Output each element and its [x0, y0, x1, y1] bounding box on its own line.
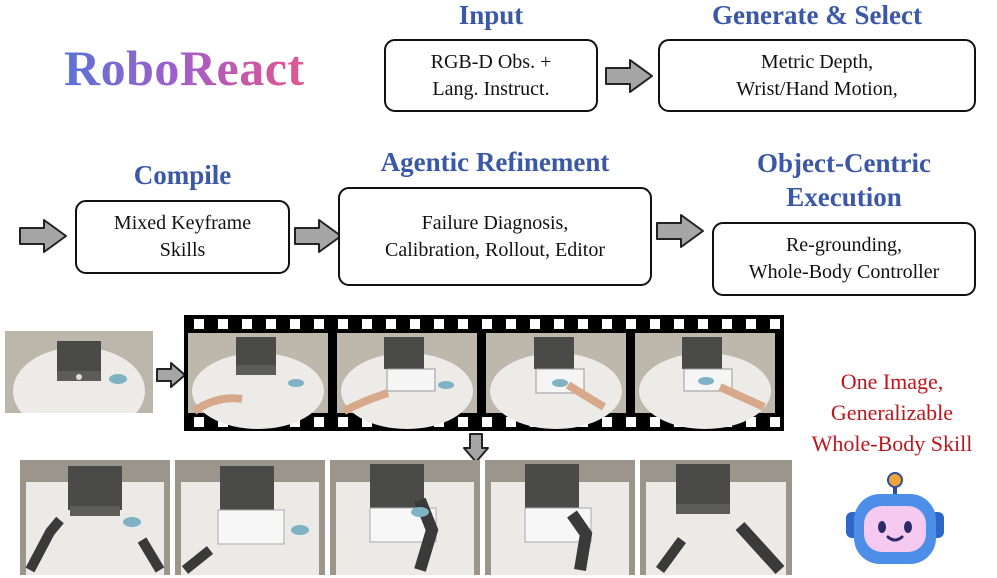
execute-stage-title: Object-Centric Execution: [712, 146, 976, 214]
robot-execution-photos: [20, 460, 792, 575]
input-scene-photo: [5, 331, 153, 413]
app-logo: RoboReact: [64, 40, 305, 96]
input-line-2: Lang. Instruct.: [432, 77, 550, 100]
generated-video-filmstrip: [184, 315, 784, 431]
robot-mascot-icon: [846, 472, 944, 564]
input-stage-box: RGB-D Obs. + Lang. Instruct.: [384, 39, 598, 112]
generate-line-2: Wrist/Hand Motion,: [736, 77, 898, 100]
input-line-1: RGB-D Obs. +: [430, 50, 552, 73]
refine-stage-box: Failure Diagnosis, Calibration, Rollout,…: [338, 187, 652, 286]
arrow-right-icon: [656, 214, 704, 248]
execute-title-line-1: Object-Centric: [757, 148, 931, 178]
arrow-right-icon: [156, 362, 186, 388]
execute-line-2: Whole-Body Controller: [748, 261, 940, 283]
arrow-right-icon: [605, 59, 653, 93]
refine-line-2: Calibration, Rollout, Editor: [385, 238, 605, 261]
arrow-down-icon: [463, 433, 489, 463]
compile-stage-title: Compile: [133, 160, 232, 190]
compile-line-1: Mixed Keyframe: [113, 212, 252, 234]
generate-line-1: Metric Depth,: [760, 50, 874, 73]
refine-line-1: Failure Diagnosis,: [421, 211, 569, 234]
arrow-right-icon: [19, 219, 67, 253]
refine-stage-title: Agentic Refinement: [380, 147, 610, 177]
compile-stage-box: Mixed Keyframe Skills: [75, 200, 290, 274]
tagline-line-1: One Image,: [840, 369, 944, 394]
generate-stage-box: Metric Depth, Wrist/Hand Motion,: [658, 39, 976, 112]
tagline: One Image, Generalizable Whole-Body Skil…: [788, 366, 996, 459]
execute-line-1: Re-grounding,: [785, 234, 903, 256]
execute-stage-box: Re-grounding, Whole-Body Controller: [712, 222, 976, 296]
generate-stage-title: Generate & Select: [712, 0, 922, 30]
tagline-line-2: Generalizable: [830, 400, 954, 425]
tagline-line-3: Whole-Body Skill: [811, 431, 973, 456]
execute-title-line-2: Execution: [786, 182, 902, 212]
compile-line-2: Skills: [159, 239, 206, 261]
input-stage-title: Input: [458, 0, 524, 30]
arrow-right-icon: [294, 219, 342, 253]
